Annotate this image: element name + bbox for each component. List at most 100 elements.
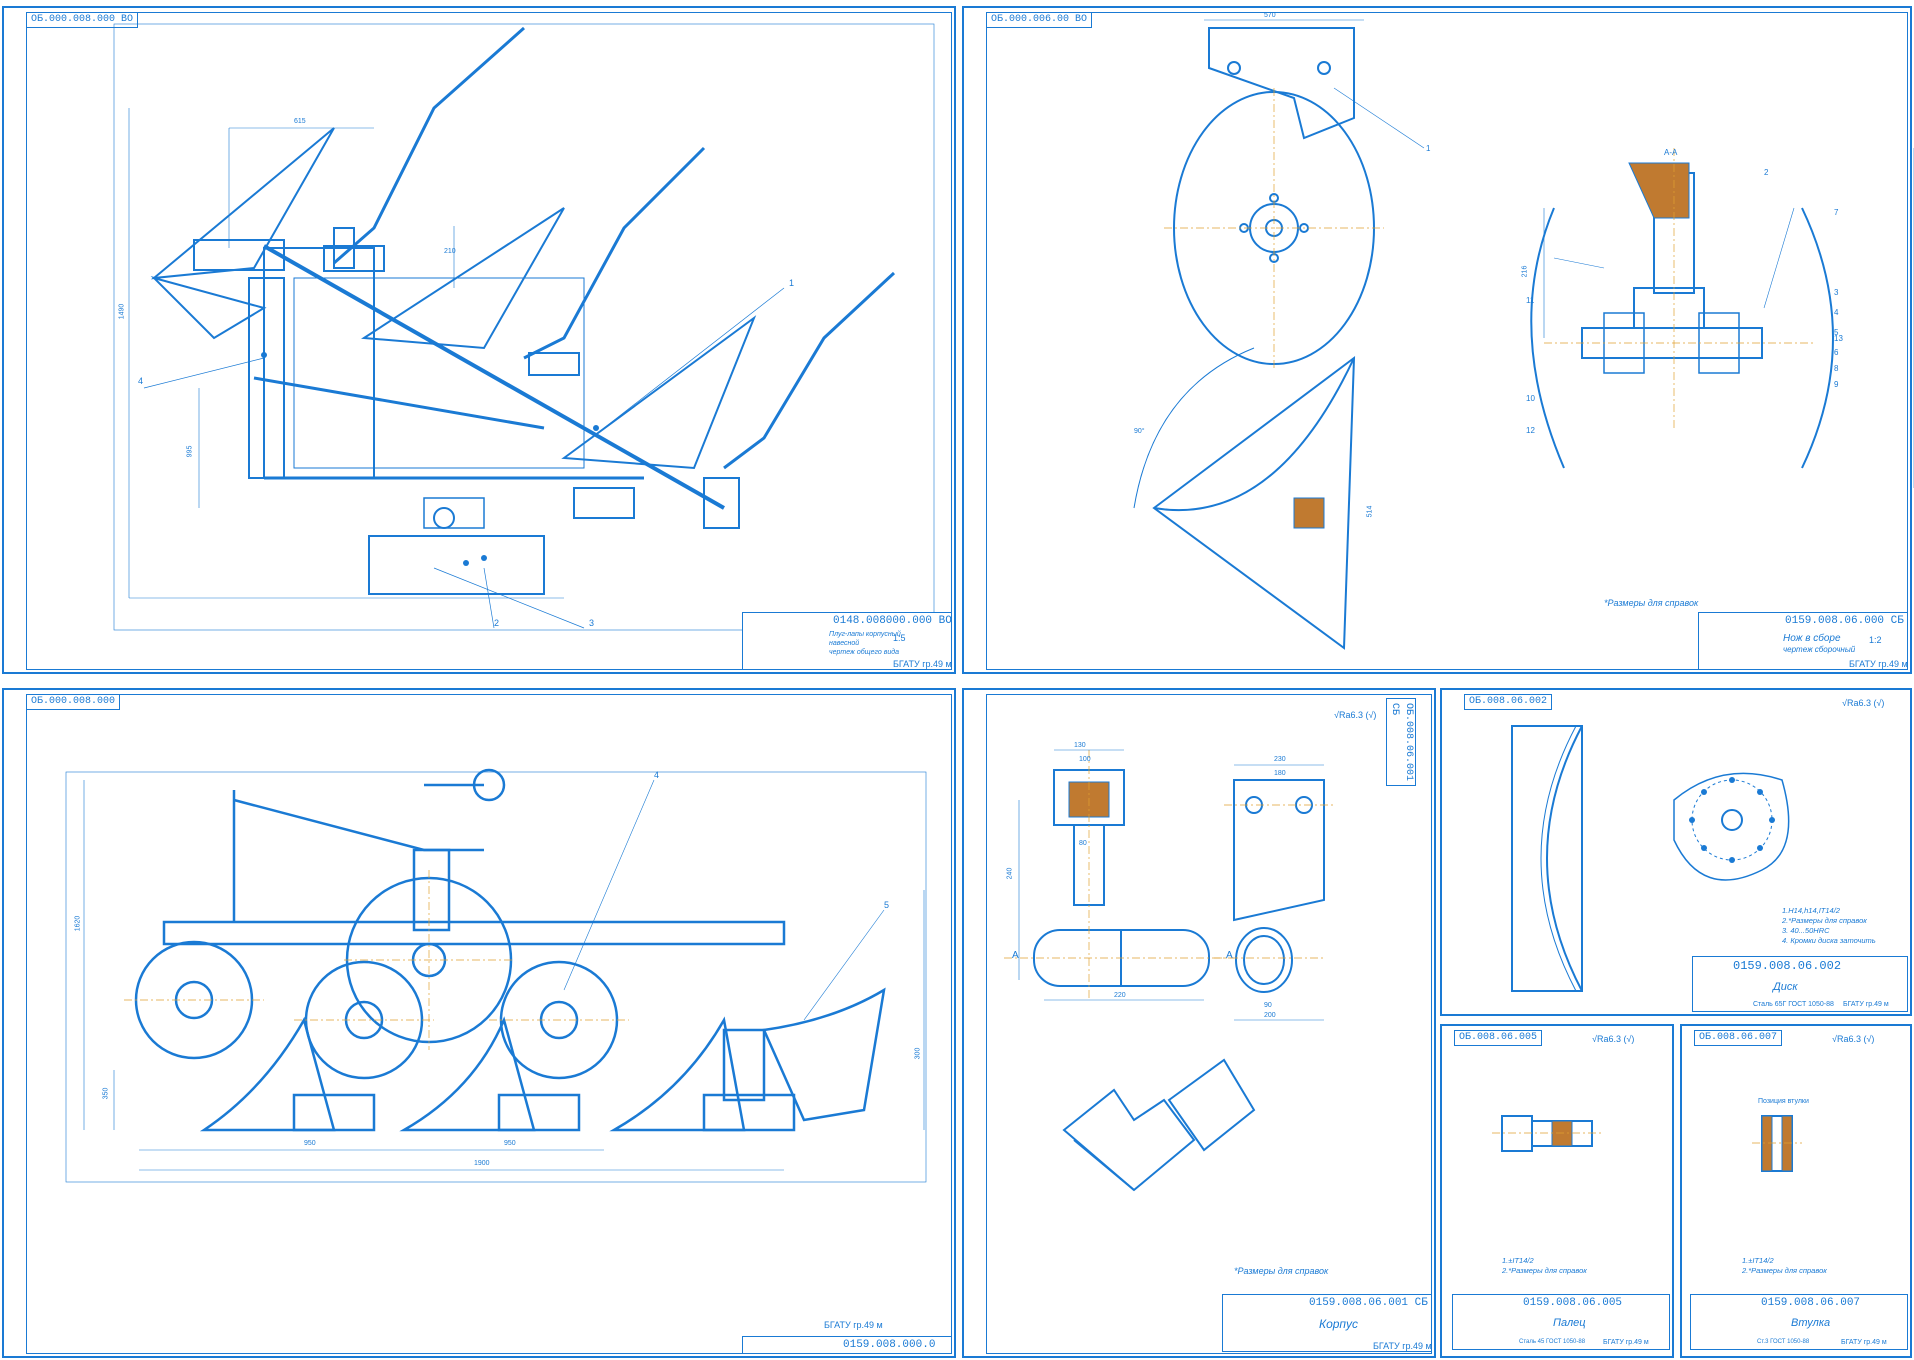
section-marker-a-right: А: [1226, 950, 1233, 961]
leader-label-1: 1: [1426, 144, 1431, 153]
sheet-stamp: ОБ.008.06.007: [1694, 1030, 1783, 1046]
dim-1900: 1900: [474, 1160, 490, 1167]
leader-label-2: 2: [1764, 168, 1769, 177]
sheet-knife-assembly: ОБ.000.006.00 ВО: [962, 6, 1914, 674]
title-block-org: БГАТУ гр.49 м: [1603, 1339, 1649, 1346]
title-block-name: Корпус: [1319, 1317, 1359, 1331]
title-block-name-1: Плуг-лапы корпусный: [829, 631, 901, 638]
section-marker-a-left: А: [1012, 950, 1019, 961]
dim-514: 514: [1366, 505, 1374, 518]
title-block-code: 0159.008.06.007: [1761, 1297, 1861, 1309]
dim-995: 995: [186, 445, 194, 458]
knife-assembly-drawing: [1133, 19, 1914, 650]
leader-label-5: 5: [884, 900, 890, 910]
sheet-pin-drawing: ОБ.008.06.005 √Ra6.3 (√) 1.±IT14/2 2.*Ра…: [1440, 1024, 1674, 1358]
title-block-code: 0159.008.06.000 СБ: [1785, 615, 1904, 627]
title-block: 0159.008.06.002 Диск Сталь 65Г ГОСТ 1050…: [1692, 956, 1908, 1012]
sheet-plow-side-view: ОБ.000.008.000: [2, 688, 956, 1358]
title-block-code: 0159.008.06.001 СБ: [1309, 1297, 1428, 1309]
sheet-inner-frame: [26, 12, 952, 670]
title-block-scale: 1:5: [893, 633, 906, 643]
dim-240: 240: [1006, 867, 1014, 880]
dim-180: 180: [1274, 770, 1286, 777]
leader-label-4: 4: [654, 770, 660, 780]
sheet-inner-frame: [26, 694, 952, 1354]
dim-100: 100: [1079, 756, 1091, 763]
sheet-stamp: ОБ.000.006.00 ВО: [986, 12, 1093, 28]
reference-note: *Размеры для справок: [1604, 598, 1699, 608]
leader-label-4: 4: [1834, 308, 1839, 317]
title-block-org: БГАТУ гр.49 м: [1841, 1339, 1887, 1346]
sheet-housing-drawing: ОБ.008.06.001 СБ √Ra6.3 (√) А А: [962, 688, 1436, 1358]
title-block-org: БГАТУ гр.49 м: [1373, 1341, 1432, 1351]
sheet-plow-general-view: ОБ.000.008.000 ВО: [2, 6, 956, 674]
title-block: 0159.008.06.007 Втулка Ст.3 ГОСТ 1050-88…: [1690, 1294, 1908, 1350]
leader-label-11: 11: [1526, 296, 1535, 305]
leader-label-13: 13: [1834, 334, 1843, 343]
title-block-org: БГАТУ гр.49 м: [1843, 1001, 1889, 1008]
bushing-label: Позиция втулки: [1758, 1098, 1809, 1105]
dim-210: 210: [444, 248, 456, 255]
sheet-inner-frame: [986, 12, 1908, 670]
leader-label-1: 1: [789, 278, 795, 288]
leader-label-4: 4: [138, 376, 144, 386]
dim-615: 615: [294, 118, 306, 125]
title-block-code: 0159.008.000.0: [843, 1339, 936, 1351]
title-block-org: БГАТУ гр.49 м: [893, 659, 952, 669]
section-label-a-a: А-А: [1664, 148, 1678, 157]
housing-drawing: [1004, 749, 1334, 1192]
roughness-symbol: √Ra6.3 (√): [1334, 710, 1377, 720]
title-block: 0159.008.06.001 СБ Корпус БГАТУ гр.49 м: [1222, 1294, 1432, 1352]
dim-200: 200: [1264, 1012, 1276, 1019]
dim-90-deg: 90°: [1134, 428, 1145, 435]
leader-label-6: 6: [1834, 348, 1839, 357]
plow-side-drawing: [65, 768, 927, 1183]
title-block-code: 0159.008.06.002: [1733, 959, 1842, 973]
title-block: 0159.008.000.0: [742, 1336, 952, 1354]
dim-80: 80: [1079, 840, 1087, 847]
title-block-name: Диск: [1773, 981, 1798, 993]
title-block-code: 0159.008.06.005: [1523, 1297, 1623, 1309]
dim-300: 300: [914, 1047, 922, 1060]
roughness-symbol: √Ra6.3 (√): [1832, 1034, 1875, 1044]
title-block-name: Втулка: [1791, 1317, 1831, 1329]
title-block-scale: 1:2: [1869, 635, 1882, 645]
roughness-symbol: √Ra6.3 (√): [1842, 698, 1885, 708]
sheet-bushing-drawing: ОБ.008.06.007 √Ra6.3 (√) Позиция втулки …: [1680, 1024, 1912, 1358]
sheet-inner-frame: [986, 694, 1432, 1354]
title-block-material: Сталь 65Г ГОСТ 1050-88: [1753, 1001, 1834, 1008]
leader-label-7: 7: [1834, 208, 1839, 217]
pin-drawing: [1492, 1115, 1602, 1152]
plow-general-drawing: [113, 23, 935, 631]
technical-notes: 1.±IT14/2 2.*Размеры для справок: [1742, 1256, 1827, 1275]
dim-230: 230: [1274, 756, 1286, 763]
dim-130: 130: [1074, 742, 1086, 749]
sheet-stamp: ОБ.000.008.000 ВО: [26, 12, 139, 28]
reference-note: *Размеры для справок: [1234, 1266, 1329, 1276]
title-block-org: БГАТУ гр.49 м: [824, 1320, 883, 1330]
leader-label-5: 5: [1834, 328, 1839, 337]
leader-label-2: 2: [494, 618, 500, 628]
title-block-org: БГАТУ гр.49 м: [1849, 659, 1908, 669]
dim-350: 350: [102, 1087, 110, 1100]
dim-216: 216: [1521, 265, 1529, 278]
title-block-name-2: чертеж сборочный: [1783, 645, 1856, 654]
title-block-code: 0148.008000.000 ВО: [833, 615, 952, 627]
disc-drawing: [1511, 725, 1790, 992]
sheet-stamp: ОБ.000.008.000: [26, 694, 121, 710]
leader-label-10: 10: [1526, 394, 1535, 403]
title-block-material: Ст.3 ГОСТ 1050-88: [1757, 1339, 1810, 1345]
leader-label-8: 8: [1834, 364, 1839, 373]
dim-220: 220: [1114, 992, 1126, 999]
title-block-name: Палец: [1553, 1317, 1586, 1329]
dim-950-right: 950: [504, 1140, 516, 1147]
leader-label-3: 3: [1834, 288, 1839, 297]
leader-label-3: 3: [589, 618, 595, 628]
title-block: 0159.008.06.000 СБ Нож в сборе чертеж сб…: [1698, 612, 1908, 670]
dim-1620: 1620: [74, 915, 82, 932]
dim-570: 570: [1264, 12, 1276, 19]
dim-90: 90: [1264, 1002, 1272, 1009]
sheet-disc-drawing: ОБ.008.06.002 √Ra6.3 (√) 1.Н14,h14,IT14/…: [1440, 688, 1912, 1016]
leader-label-9: 9: [1834, 380, 1839, 389]
sheet-stamp: ОБ.008.06.002: [1464, 694, 1553, 710]
